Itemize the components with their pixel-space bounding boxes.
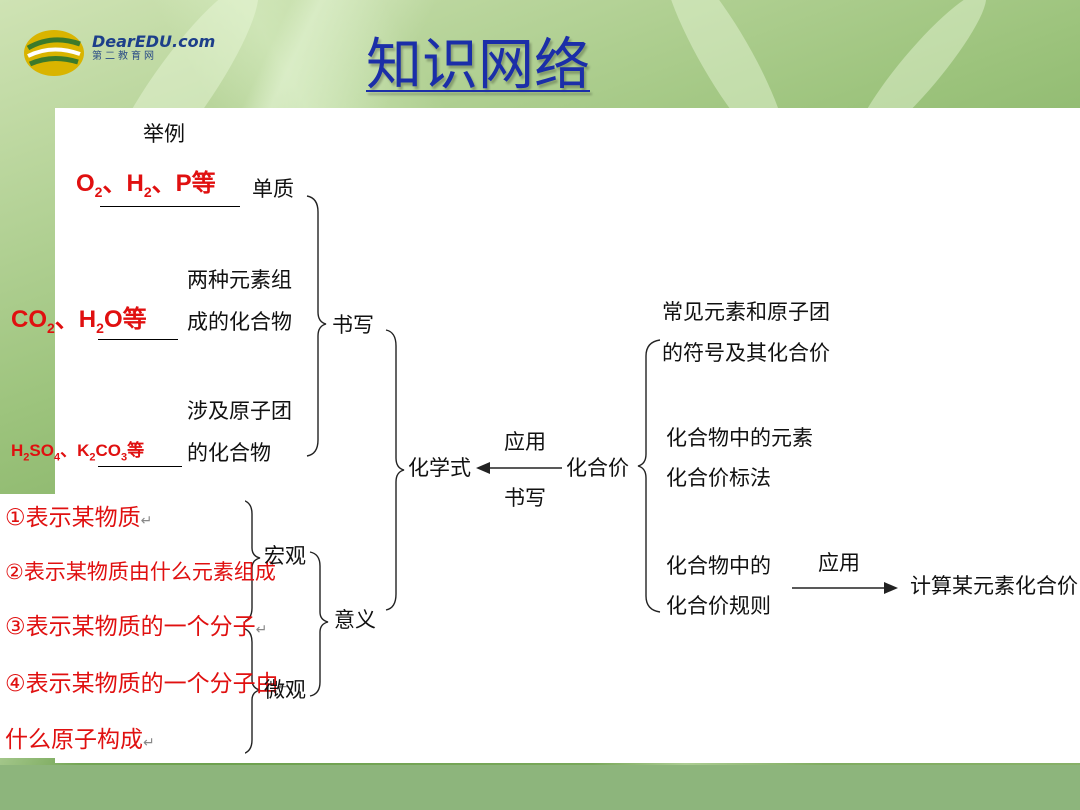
chemical-formula-label: 化学式 (408, 456, 471, 480)
meaning-3: ③表示某物质的一个分子↵ (5, 614, 268, 640)
writing-label: 书写 (332, 313, 374, 337)
blank-line (98, 339, 178, 340)
valence-item-notation-line1: 化合物中的元素 (666, 426, 813, 450)
category-group-line1: 涉及原子团 (187, 399, 292, 423)
meaning-label: 意义 (334, 608, 376, 632)
meaning-1: ①表示某物质↵ (5, 505, 153, 531)
arrow-label-write: 书写 (504, 486, 546, 510)
footer-band (0, 765, 1080, 810)
category-two-element-line2: 成的化合物 (187, 310, 292, 334)
category-element: 单质 (252, 177, 294, 201)
logo-subtitle: 第二教育网 (92, 51, 157, 62)
calc-valence-label: 计算某元素化合价 (910, 574, 1078, 598)
category-group-line2: 的化合物 (187, 441, 271, 465)
example-header: 举例 (143, 122, 185, 146)
apply-label: 应用 (818, 551, 860, 575)
macro-label: 宏观 (264, 544, 306, 568)
valence-item-common-line2: 的符号及其化合价 (662, 341, 830, 365)
logo-name: DearEDU.com (92, 32, 216, 51)
meaning-2: ②表示某物质由什么元素组成 (5, 560, 276, 584)
meaning-4a: ④表示某物质的一个分子由↵ (5, 671, 291, 697)
example-elements: O2、H2、P等 (76, 170, 216, 200)
example-groups: H2SO4、K2CO3等 (11, 441, 145, 464)
arrow-label-apply: 应用 (504, 430, 546, 454)
meaning-4b: 什么原子构成↵ (5, 727, 155, 753)
valence-item-rule-line1: 化合物中的 (666, 554, 771, 578)
valence-item-rule-line2: 化合价规则 (666, 594, 771, 618)
page-title: 知识网络 (366, 33, 590, 98)
valence-item-notation-line2: 化合价标法 (666, 466, 771, 490)
meanings-box (0, 494, 245, 758)
micro-label: 微观 (264, 678, 306, 702)
example-compounds: CO2、H2O等 (11, 306, 147, 336)
valence-item-common-line1: 常见元素和原子团 (662, 300, 830, 324)
category-two-element-line1: 两种元素组 (187, 268, 292, 292)
blank-line (100, 206, 240, 207)
valence-label: 化合价 (566, 456, 629, 480)
blank-line (98, 466, 182, 467)
logo-icon (24, 30, 84, 76)
